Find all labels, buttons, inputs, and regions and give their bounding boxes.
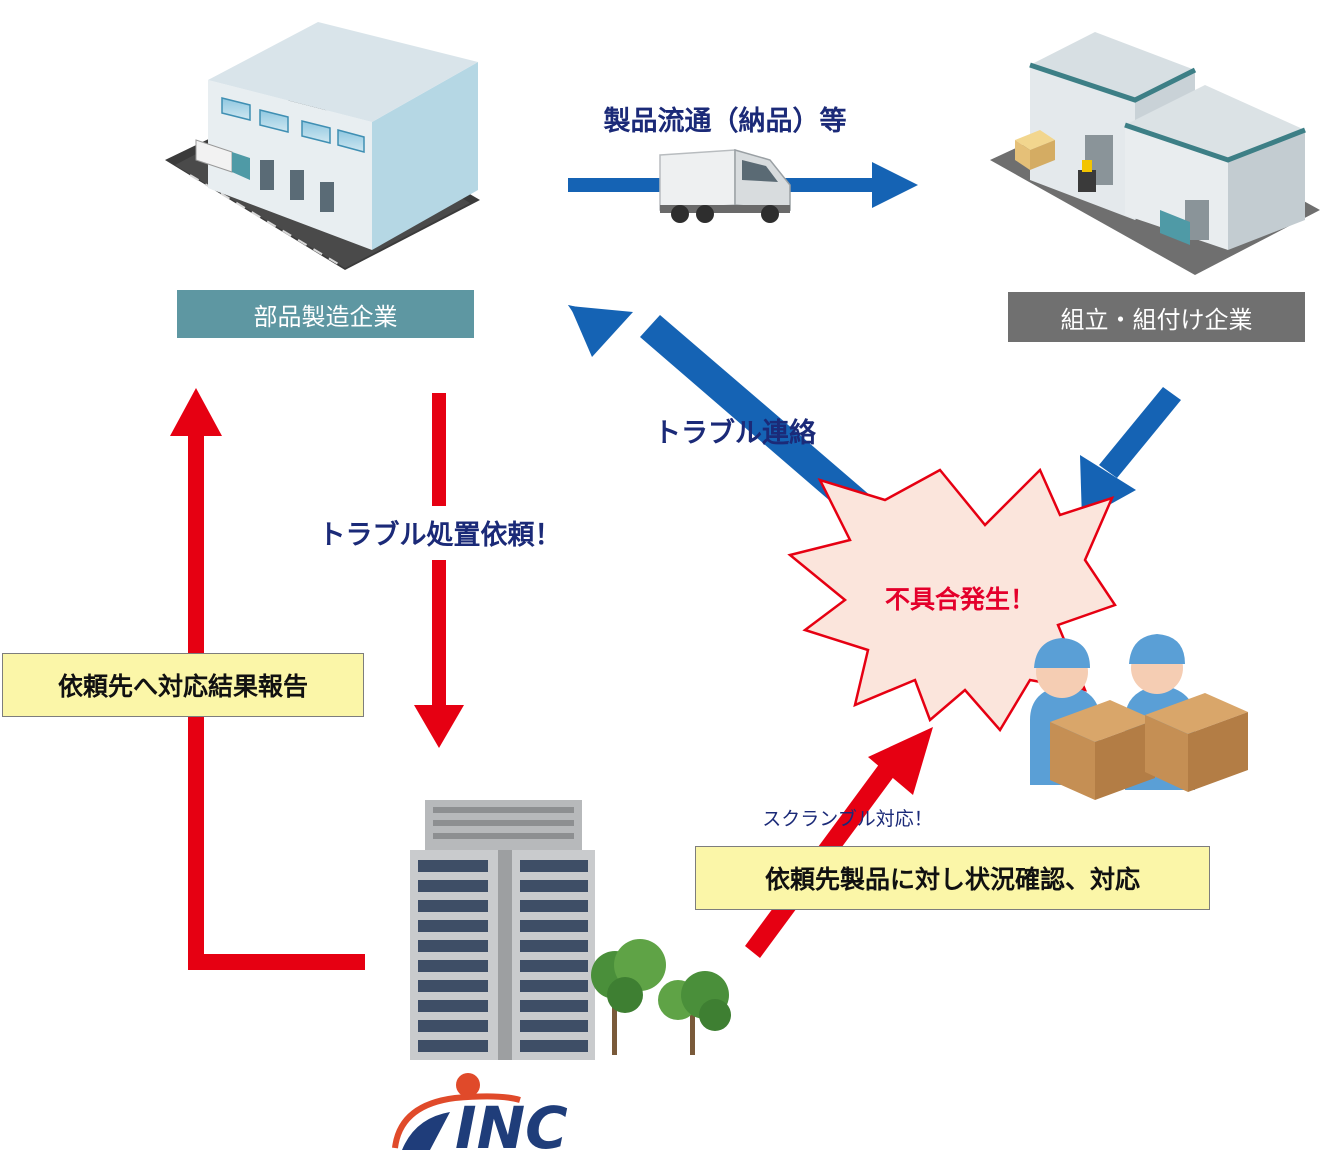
trouble-request-label: トラブル処置依頼！: [318, 519, 562, 551]
factory-building-icon: [165, 22, 480, 270]
warehouse-building-icon: [990, 32, 1320, 275]
defect-label: 不具合発生！: [884, 585, 1035, 614]
trouble-request-arrow: [414, 393, 464, 748]
scramble-arrow: [745, 727, 933, 958]
check-text: 依頼先製品に対し状況確認、対応: [764, 865, 1140, 894]
trees-icon: [591, 939, 731, 1055]
defect-burst: [787, 467, 1117, 733]
report-label: 依頼先へ対応結果報告: [2, 653, 364, 717]
workers-icon: [1030, 634, 1248, 800]
trouble-contact-label: トラブル連絡: [654, 417, 816, 449]
parts-maker-text: 部品製造企業: [253, 302, 398, 331]
assembly-to-defect-arrow: [1080, 387, 1181, 520]
inc-logo: INC: [392, 1073, 568, 1158]
delivery-truck-icon: [659, 149, 791, 223]
distribution-label: 製品流通（納品）等: [603, 105, 847, 137]
assembly-label: 組立・組付け企業: [1008, 292, 1305, 342]
office-building-icon: [410, 800, 595, 1060]
parts-maker-label: 部品製造企業: [177, 290, 474, 338]
logo-text: INC: [455, 1094, 568, 1154]
assembly-text: 組立・組付け企業: [1060, 305, 1253, 334]
report-arrow: [170, 388, 365, 970]
scramble-label: スクランブル対応！: [762, 807, 933, 830]
check-label: 依頼先製品に対し状況確認、対応: [695, 846, 1210, 910]
report-text: 依頼先へ対応結果報告: [57, 672, 308, 701]
